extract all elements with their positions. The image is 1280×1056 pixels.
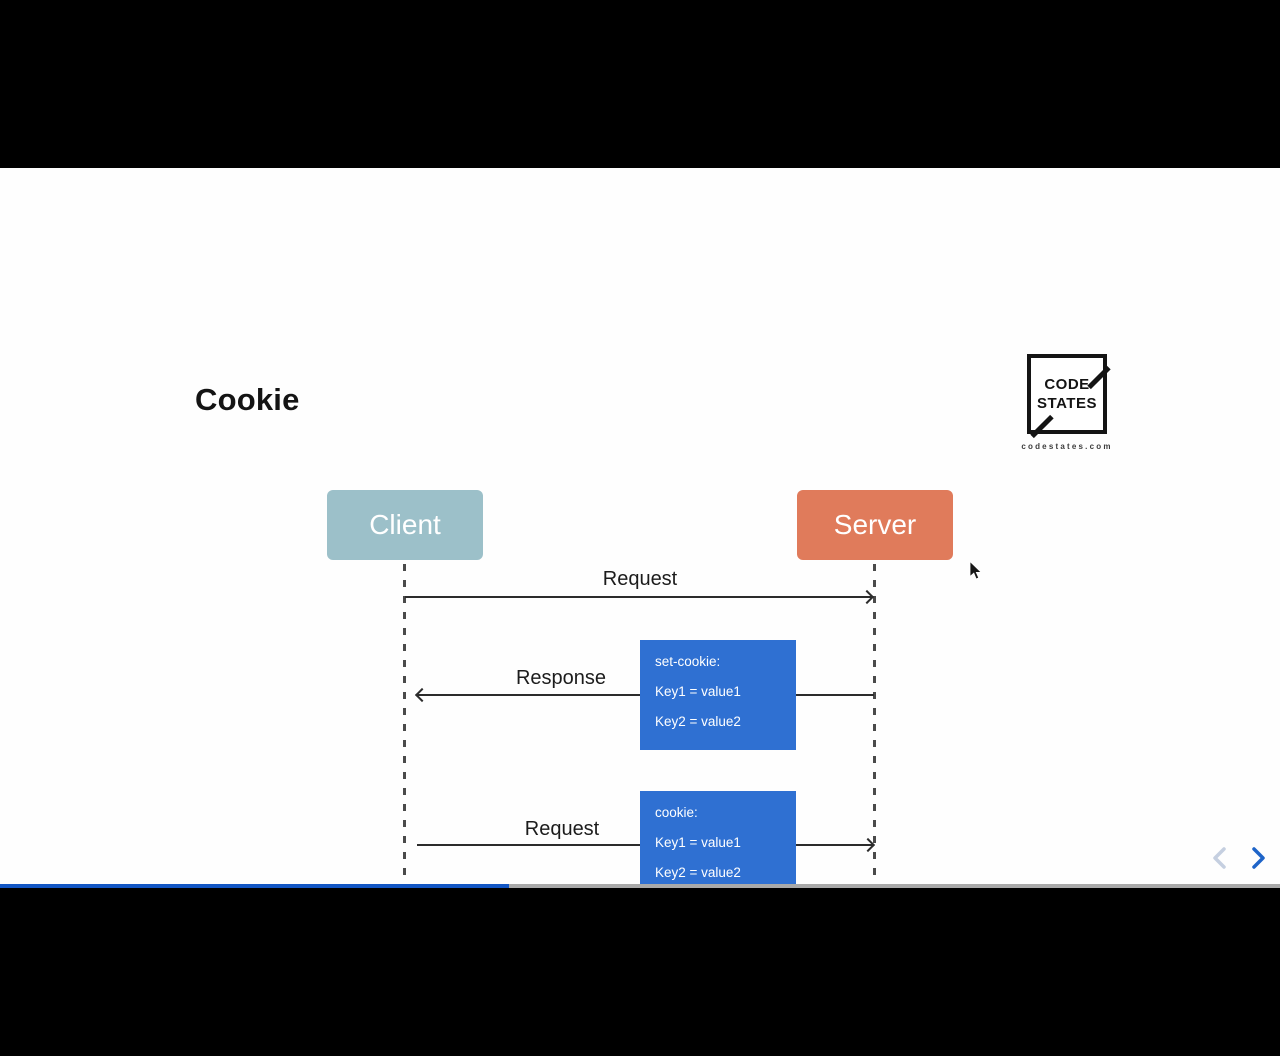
letterbox-bottom — [0, 888, 1280, 1056]
prev-slide-button[interactable] — [1208, 845, 1234, 871]
note-entry: Key2 = value2 — [655, 714, 741, 729]
set-cookie-note: set-cookie: Key1 = value1 Key2 = value2 — [640, 640, 796, 750]
progress-fill — [0, 884, 510, 888]
chevron-left-icon — [1213, 847, 1226, 869]
server-actor-box: Server — [797, 490, 953, 560]
server-lifeline — [873, 564, 876, 968]
chevron-right-icon — [1252, 847, 1265, 869]
note-title: set-cookie: — [655, 654, 721, 669]
next-slide-button[interactable] — [1245, 845, 1271, 871]
logo-word-states: STATES — [1037, 395, 1097, 412]
arrowhead-right-icon — [859, 589, 875, 605]
note-entry: Key2 = value2 — [655, 865, 741, 880]
slide-canvas: Cookie CODE STATES codestates.com Client… — [0, 168, 1280, 968]
note-title: cookie: — [655, 805, 698, 820]
client-lifeline — [403, 564, 406, 968]
logo-slash-icon — [1030, 414, 1054, 439]
mouse-cursor-icon — [969, 561, 983, 580]
request1-label: Request — [602, 568, 678, 590]
progress-bar[interactable] — [0, 884, 1280, 888]
letterbox-top — [0, 0, 1280, 168]
cookie-note: cookie: Key1 = value1 Key2 = value2 — [640, 791, 796, 901]
logo-caption: codestates.com — [1021, 442, 1113, 451]
brand-logo: CODE STATES codestates.com — [1021, 354, 1111, 451]
client-label: Client — [369, 509, 441, 540]
note-entry: Key1 = value1 — [655, 684, 741, 699]
slide-title: Cookie — [195, 382, 300, 417]
request2-label: Request — [524, 818, 600, 840]
response-label: Response — [515, 667, 607, 689]
note-entry: Key1 = value1 — [655, 835, 741, 850]
logo-word-code: CODE — [1044, 376, 1090, 393]
request1-arrow — [405, 589, 875, 605]
client-actor-box: Client — [327, 490, 483, 560]
arrowhead-left-icon — [414, 687, 430, 703]
logo-square: CODE STATES — [1027, 354, 1111, 439]
logo-slash-icon — [1087, 365, 1111, 390]
server-label: Server — [833, 509, 917, 540]
